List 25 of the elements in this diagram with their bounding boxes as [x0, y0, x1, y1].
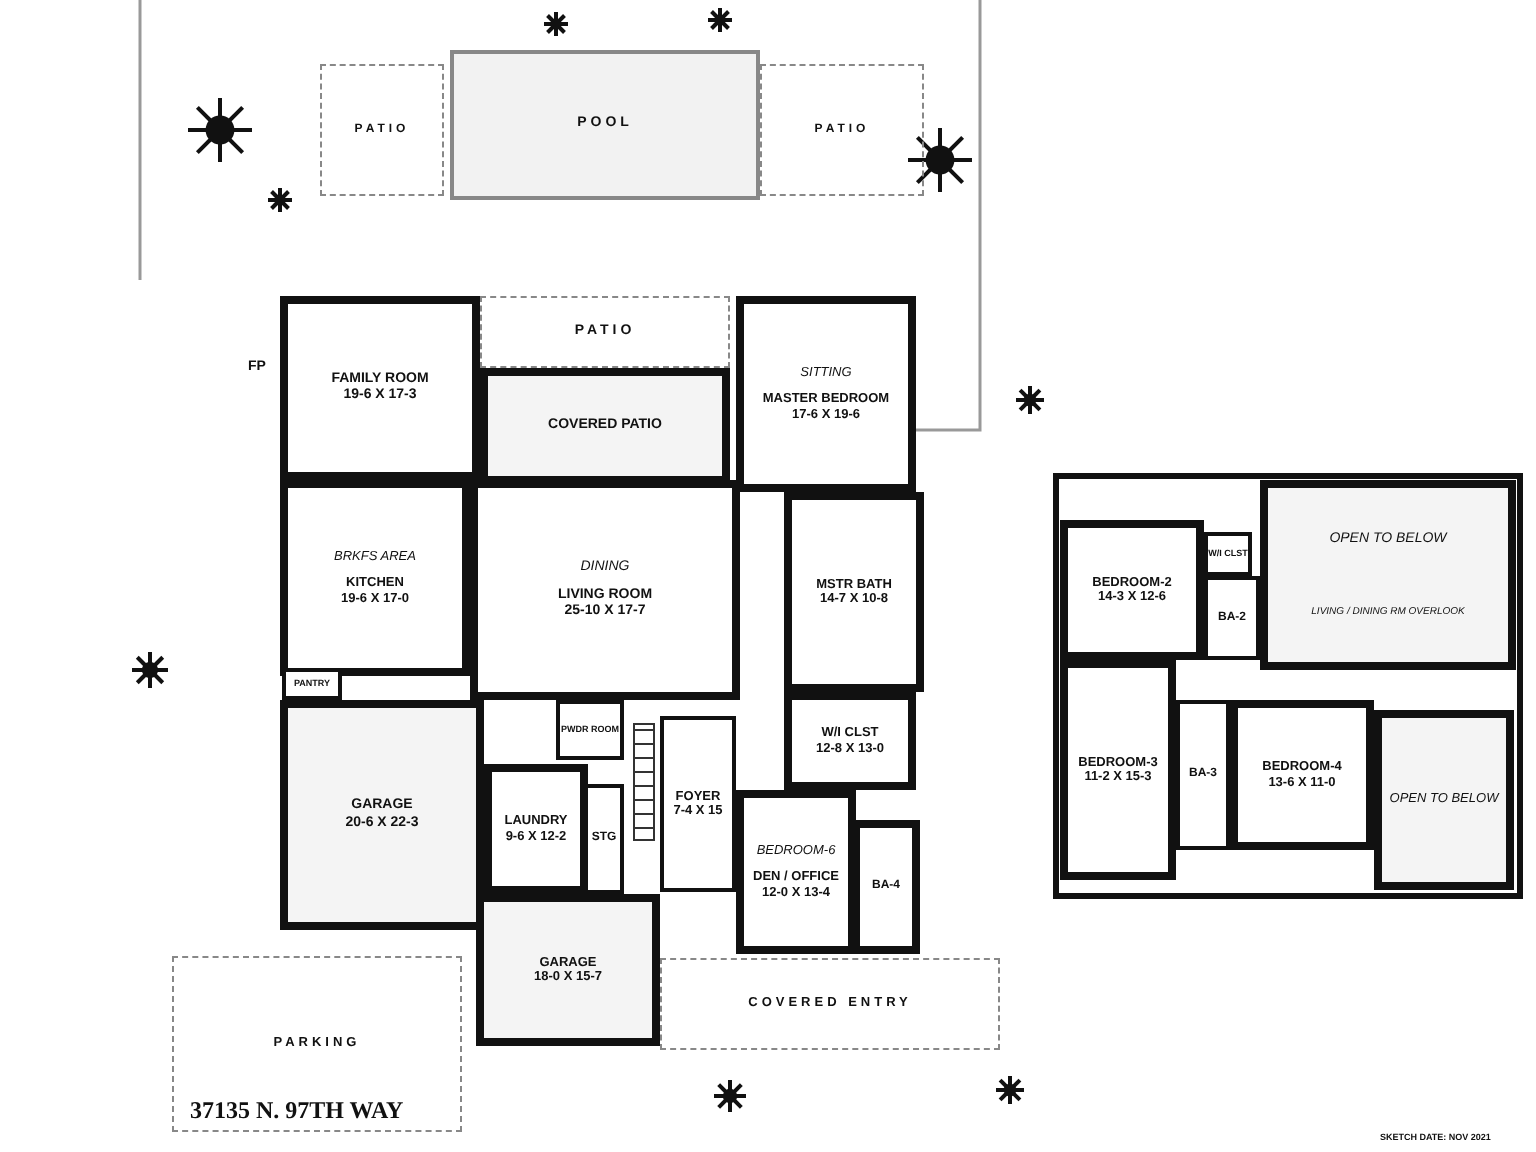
open-area — [1374, 710, 1514, 890]
room — [852, 820, 920, 954]
room — [1060, 660, 1176, 880]
room — [280, 700, 484, 930]
entry-area — [660, 958, 1000, 1050]
room — [736, 296, 916, 492]
room — [1204, 576, 1260, 660]
room — [480, 368, 730, 484]
patio-area — [320, 64, 444, 196]
open-area — [1260, 480, 1516, 670]
room — [660, 716, 736, 892]
room — [1230, 700, 1374, 850]
parking-area — [172, 956, 462, 1132]
street-address: 37135 N. 97TH WAY — [190, 1096, 404, 1126]
pool — [450, 50, 760, 200]
room — [584, 784, 624, 894]
room — [476, 894, 660, 1046]
room — [1204, 532, 1252, 576]
room — [1060, 520, 1204, 660]
room — [556, 700, 624, 760]
patio-area — [760, 64, 924, 196]
room — [470, 480, 740, 700]
room — [282, 668, 342, 700]
room — [1176, 700, 1230, 850]
room — [736, 790, 856, 954]
